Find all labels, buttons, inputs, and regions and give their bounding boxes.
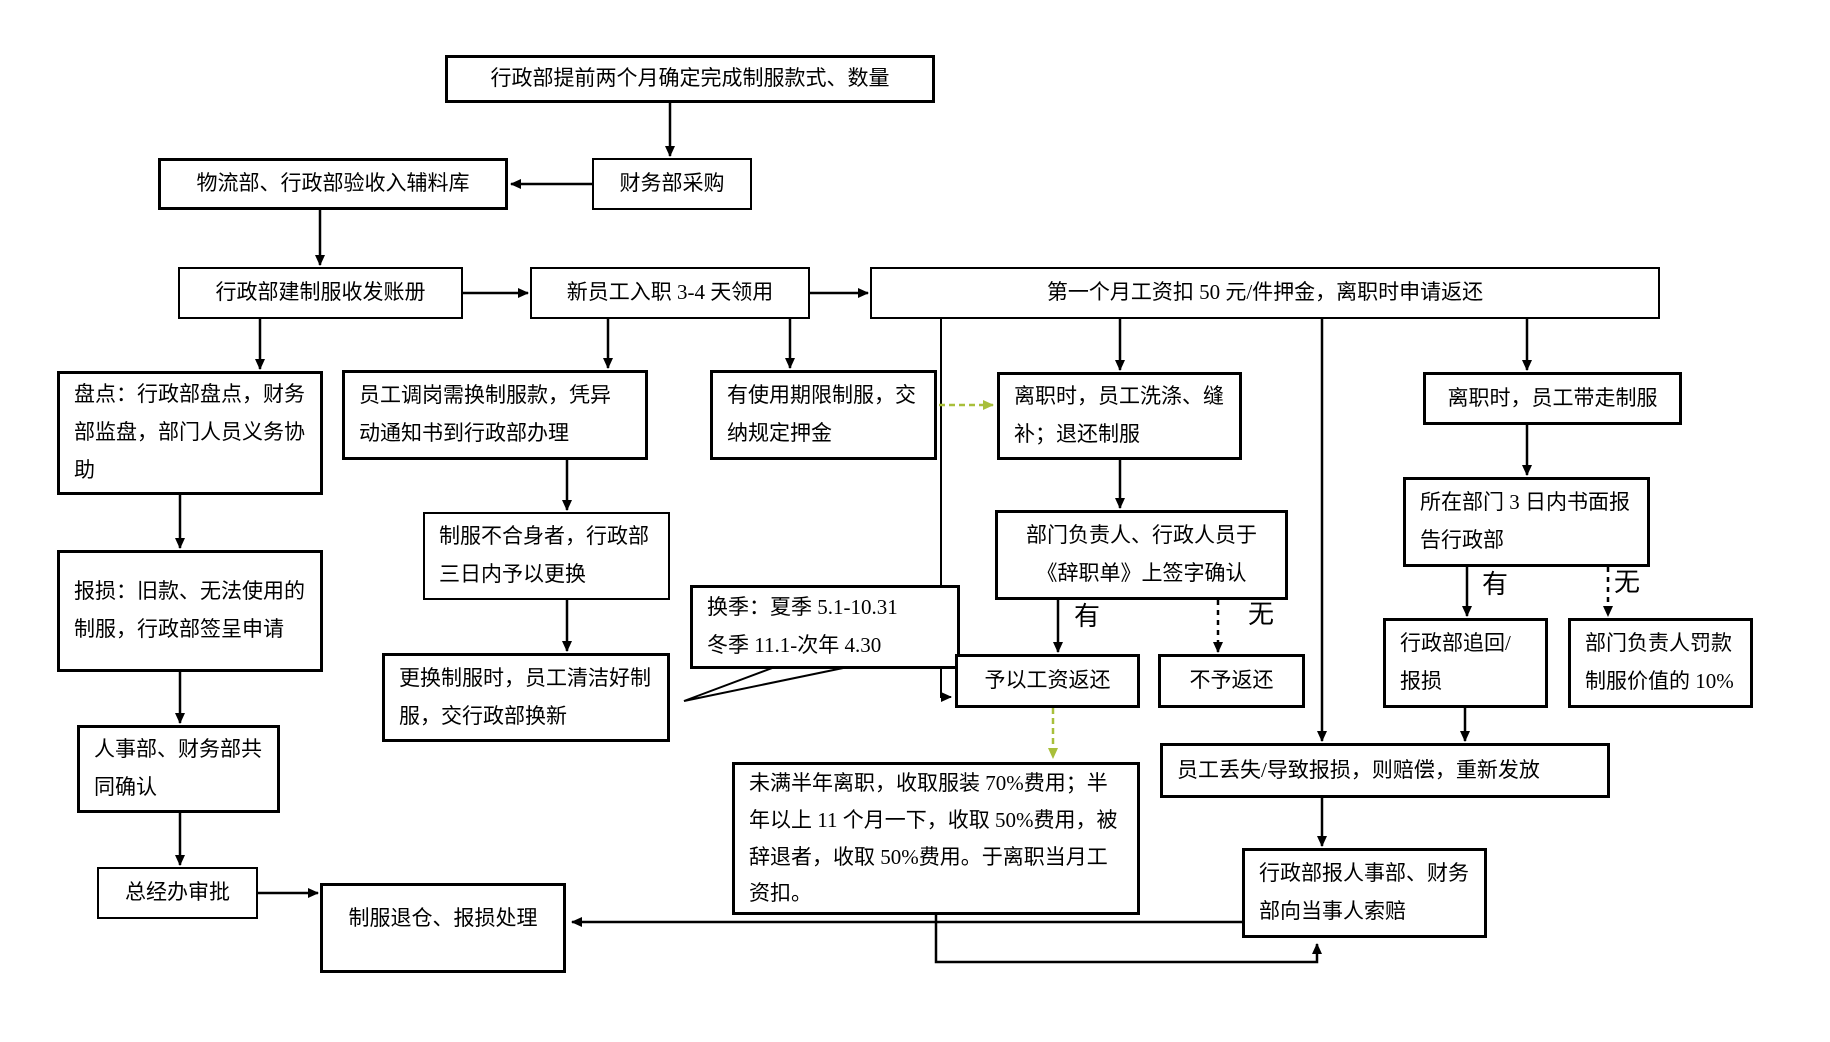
flow-node-ledger: 行政部建制服收发账册 xyxy=(178,267,463,319)
flow-node-gm-approve: 总经办审批 xyxy=(97,867,258,919)
flow-node-clean-exchange: 更换制服时，员工清洁好制服，交行政部换新 xyxy=(382,653,670,742)
flow-node-no-return: 不予返还 xyxy=(1158,654,1305,708)
flow-node-confirm-style: 行政部提前两个月确定完成制服款式、数量 xyxy=(445,55,935,103)
branch-label-report-no: 无 xyxy=(1614,568,1641,597)
flow-node-inventory: 盘点：行政部盘点，财务部监盘，部门人员义务协助 xyxy=(57,371,323,495)
flow-node-report-3days: 所在部门 3 日内书面报告行政部 xyxy=(1403,477,1650,567)
flow-callout-season-change: 换季：夏季 5.1-10.31 冬季 11.1-次年 4.30 xyxy=(690,585,960,669)
flow-node-limited-term: 有使用期限制服，交纳规定押金 xyxy=(710,370,937,460)
flow-node-purchase: 财务部采购 xyxy=(592,158,752,210)
flow-node-wage-return: 予以工资返还 xyxy=(955,654,1140,708)
flow-node-dept-fine: 部门负责人罚款制服价值的 10% xyxy=(1568,618,1753,708)
flow-node-fee-rules: 未满半年离职，收取服装 70%费用；半年以上 11 个月一下，收取 50%费用，… xyxy=(732,762,1140,915)
season-line-2: 冬季 11.1-次年 4.30 xyxy=(707,633,882,657)
season-line-1: 换季：夏季 5.1-10.31 xyxy=(707,595,898,620)
flow-node-lost-compensate: 员工丢失/导致报损，则赔偿，重新发放 xyxy=(1160,743,1610,798)
flow-node-unfit: 制服不合身者，行政部三日内予以更换 xyxy=(423,512,670,600)
flow-node-hr-finance-confirm: 人事部、财务部共同确认 xyxy=(77,725,280,813)
flow-node-take-away: 离职时，员工带走制服 xyxy=(1423,372,1682,425)
flow-node-receive-warehouse: 物流部、行政部验收入辅料库 xyxy=(158,158,508,210)
flow-node-admin-recover: 行政部追回/报损 xyxy=(1383,618,1548,708)
flow-node-damage-report: 报损：旧款、无法使用的制服，行政部签呈申请 xyxy=(57,550,323,672)
flow-node-uniform-return: 制服退仓、报损处理 xyxy=(320,883,566,973)
flow-node-resign-wash: 离职时，员工洗涤、缝补；退还制服 xyxy=(997,372,1242,460)
branch-label-report-yes: 有 xyxy=(1482,570,1509,599)
branch-label-resign-yes: 有 xyxy=(1074,602,1101,631)
flow-node-transfer: 员工调岗需换制服款，凭异动通知书到行政部办理 xyxy=(342,370,648,460)
flow-node-claim: 行政部报人事部、财务部向当事人索赔 xyxy=(1242,848,1487,938)
flow-node-deposit: 第一个月工资扣 50 元/件押金，离职时申请返还 xyxy=(870,267,1660,319)
flow-node-sign-confirm: 部门负责人、行政人员于《辞职单》上签字确认 xyxy=(995,510,1288,600)
flow-node-new-employee: 新员工入职 3-4 天领用 xyxy=(530,267,810,319)
branch-label-resign-no: 无 xyxy=(1248,600,1275,629)
